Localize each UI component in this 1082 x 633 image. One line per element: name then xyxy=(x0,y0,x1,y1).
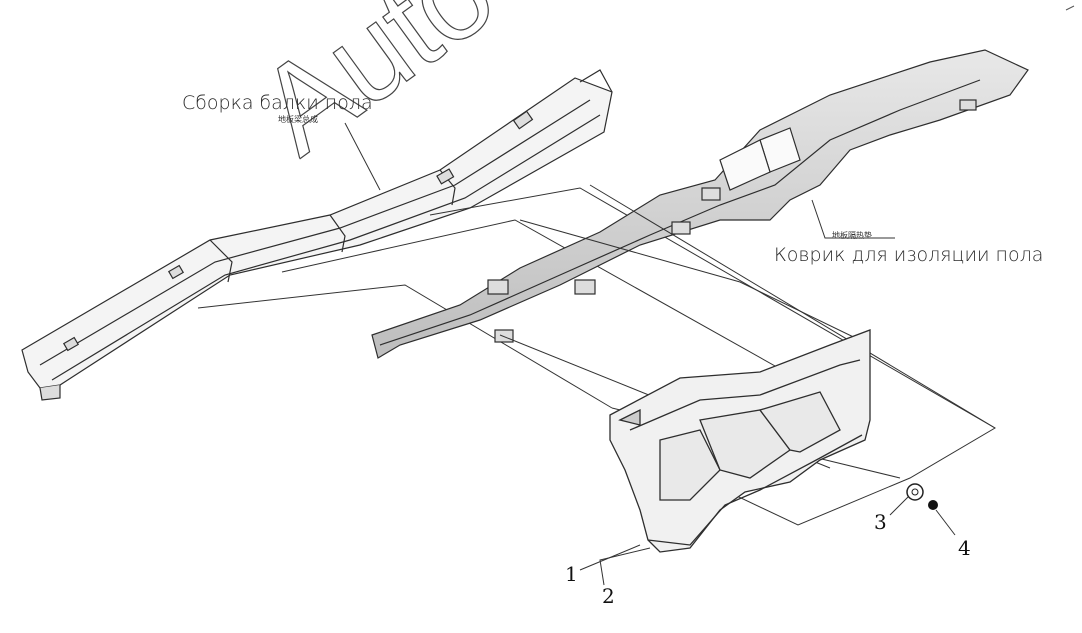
callout-2: 2 xyxy=(602,584,615,608)
floor-mat-label: Коврик для изоляции пола xyxy=(774,244,1044,266)
floor-insulation-mat xyxy=(371,49,1029,359)
lower-insulation-panel xyxy=(609,329,871,553)
callout-leaders xyxy=(579,199,956,586)
floor-beam-label-cn: 地板梁总成 xyxy=(278,115,318,124)
corner-mark xyxy=(1065,5,1075,11)
callout-3: 3 xyxy=(874,510,887,534)
washer-part-3 xyxy=(906,483,924,501)
nut-part-4 xyxy=(928,500,938,510)
floor-mat-label-cn: 地板隔热垫 xyxy=(832,231,872,240)
floor-beam-label: Сборка балки пола xyxy=(182,92,373,114)
callout-1: 1 xyxy=(565,562,578,586)
callout-4: 4 xyxy=(958,536,971,560)
floor-beam-assembly xyxy=(21,69,613,401)
